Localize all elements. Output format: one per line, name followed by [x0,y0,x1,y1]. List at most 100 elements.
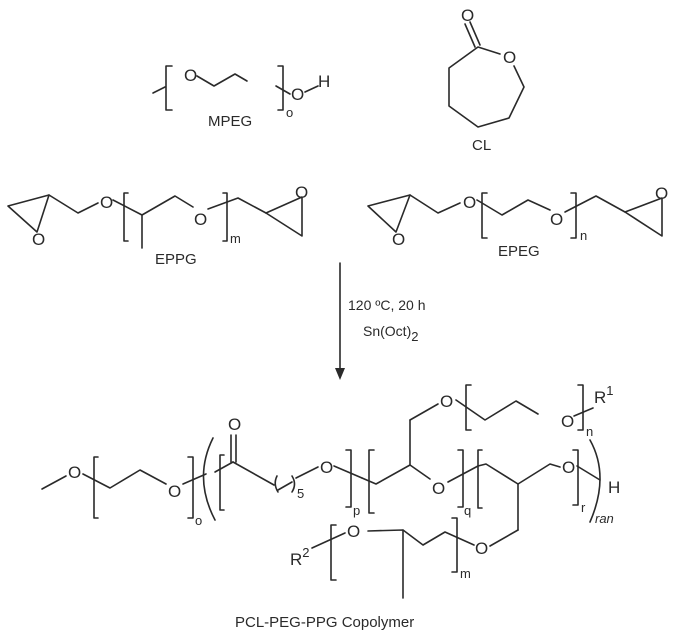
atom-o: O [655,184,668,203]
atom-o-carbonyl: O [461,6,474,25]
bond [277,481,293,491]
mpeg-structure: O o O H MPEG [152,65,330,130]
subscript-m: m [460,566,471,581]
epeg-structure: O O O n O EPEG [367,184,668,260]
subscript-r: r [581,500,586,515]
bond [476,199,551,216]
bracket-right [572,449,579,506]
bond [295,466,319,479]
product-label: PCL-PEG-PPG Copolymer [235,614,414,631]
bracket-right [570,192,577,239]
bracket-right [345,449,352,508]
bond [464,23,476,48]
bracket-left [481,192,488,239]
product-structure: O O o O 5 O p O q O [41,383,620,631]
r2-superscript: 2 [302,545,309,560]
r2-group: R2 [290,545,310,569]
atom-o: O [440,392,453,411]
r1-group: R1 [594,383,614,407]
subscript-q: q [464,503,471,518]
subscript-ran: ran [595,511,614,526]
bond [152,86,166,94]
subscript-5: 5 [297,486,304,501]
atom-h: H [608,478,620,497]
atom-o-ester: O [320,458,333,477]
atom-o: O [168,482,181,501]
bond [275,85,291,95]
bond [409,194,461,214]
cl-structure: O O CL [448,6,525,154]
bond [477,463,561,485]
epoxide-ring [367,194,411,233]
arrow-head [335,368,345,380]
eppg-label: EPPG [155,251,197,268]
atom-o: O [432,479,445,498]
bracket-left [123,192,129,242]
atom-o: O [562,458,575,477]
bracket-left [477,449,483,509]
epeg-label: EPEG [498,243,540,260]
bond [447,465,479,483]
bond [214,461,234,473]
bracket-right [577,384,584,431]
bond [361,464,431,485]
atom-o: O [561,412,574,431]
subscript-n: n [586,424,593,439]
atom-o: O [295,183,308,202]
bond [455,399,539,421]
paren-ch2-left [274,475,279,493]
condition-catalyst: Sn(Oct)2 [363,323,418,344]
bond [48,194,99,214]
atom-o: O [475,539,488,558]
repeat-m: m [230,231,241,246]
atom-h: H [318,72,330,91]
condition-temp-time: 120 ºC, 20 h [348,297,426,313]
atom-o: O [194,210,207,229]
bond [311,532,346,549]
bracket-left [219,454,225,511]
mpeg-label: MPEG [208,113,252,130]
bond [409,403,439,421]
bracket-right [187,456,194,519]
atom-o: O [347,522,360,541]
epoxide-ring [265,196,303,237]
repeat-o: o [286,105,293,120]
atom-o: O [463,193,476,212]
ring [448,46,525,128]
bond [304,85,319,93]
bracket-right [277,65,284,111]
atom-o: O [184,66,197,85]
bond [232,461,275,486]
atom-o: O [392,230,405,249]
atom-o: O [100,193,113,212]
paren-left [202,437,216,521]
subscript-p: p [353,503,360,518]
bond [112,195,194,216]
bracket-right [222,192,228,242]
bracket-right [451,517,458,573]
atom-o: O [32,230,45,249]
bond [82,469,167,489]
bond [576,465,601,481]
catalyst-text: Sn(Oct) [363,323,411,339]
bond [333,465,363,479]
bracket-right [457,449,464,508]
bracket-left [330,524,337,581]
atom-o: O [68,463,81,482]
paren-ch2-right [291,475,296,493]
epoxide-ring [7,194,50,233]
bond [367,529,475,546]
bond [207,197,267,214]
paren-right [589,439,601,523]
bond [41,475,67,490]
epoxide-ring [624,197,663,237]
bond [564,195,626,213]
bond [182,473,207,485]
reaction-arrow: 120 ºC, 20 h Sn(Oct)2 [335,262,426,380]
eppg-structure: O O O m O EPPG [7,183,308,268]
repeat-n: n [580,228,587,243]
bond [469,21,481,46]
atom-o-ring: O [503,48,516,67]
bracket-left [165,65,173,111]
